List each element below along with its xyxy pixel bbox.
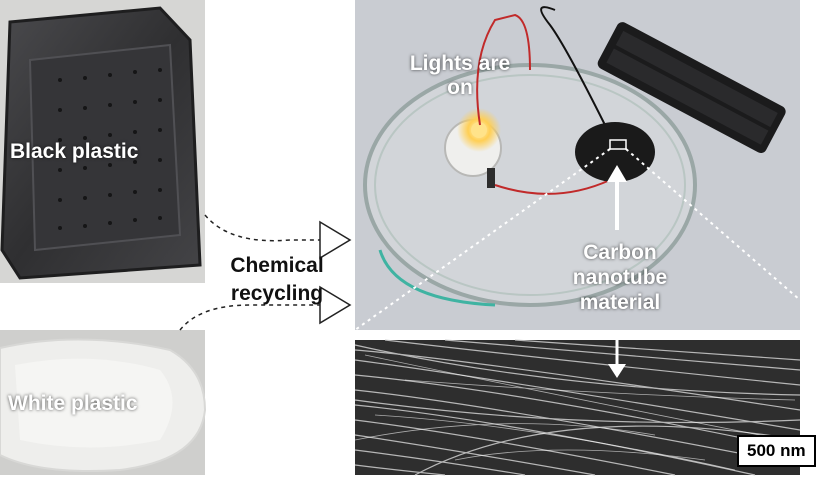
carbon-nanotube-label: Carbon nanotube material: [572, 241, 668, 314]
white-plastic-panel: White plastic: [0, 330, 207, 475]
experiment-panel: Lights are on Carbon nanotube material: [354, 0, 801, 331]
black-plastic-panel: Black plastic: [0, 0, 205, 283]
scale-bar-label: 500 nm: [737, 435, 816, 467]
lights-on-label: Lights are on: [409, 52, 511, 99]
nanotube-fibers-image: [354, 339, 801, 476]
black-plastic-tray-image: [0, 6, 202, 280]
sem-image-panel: 500 nm: [354, 339, 816, 476]
petri-dish-setup-image: [354, 6, 801, 331]
white-plastic-tray-image: [0, 338, 207, 472]
black-plastic-label: Black plastic: [10, 140, 139, 163]
chemical-recycling-label: Chemical recycling: [230, 254, 324, 305]
white-plastic-label: White plastic: [8, 392, 138, 415]
